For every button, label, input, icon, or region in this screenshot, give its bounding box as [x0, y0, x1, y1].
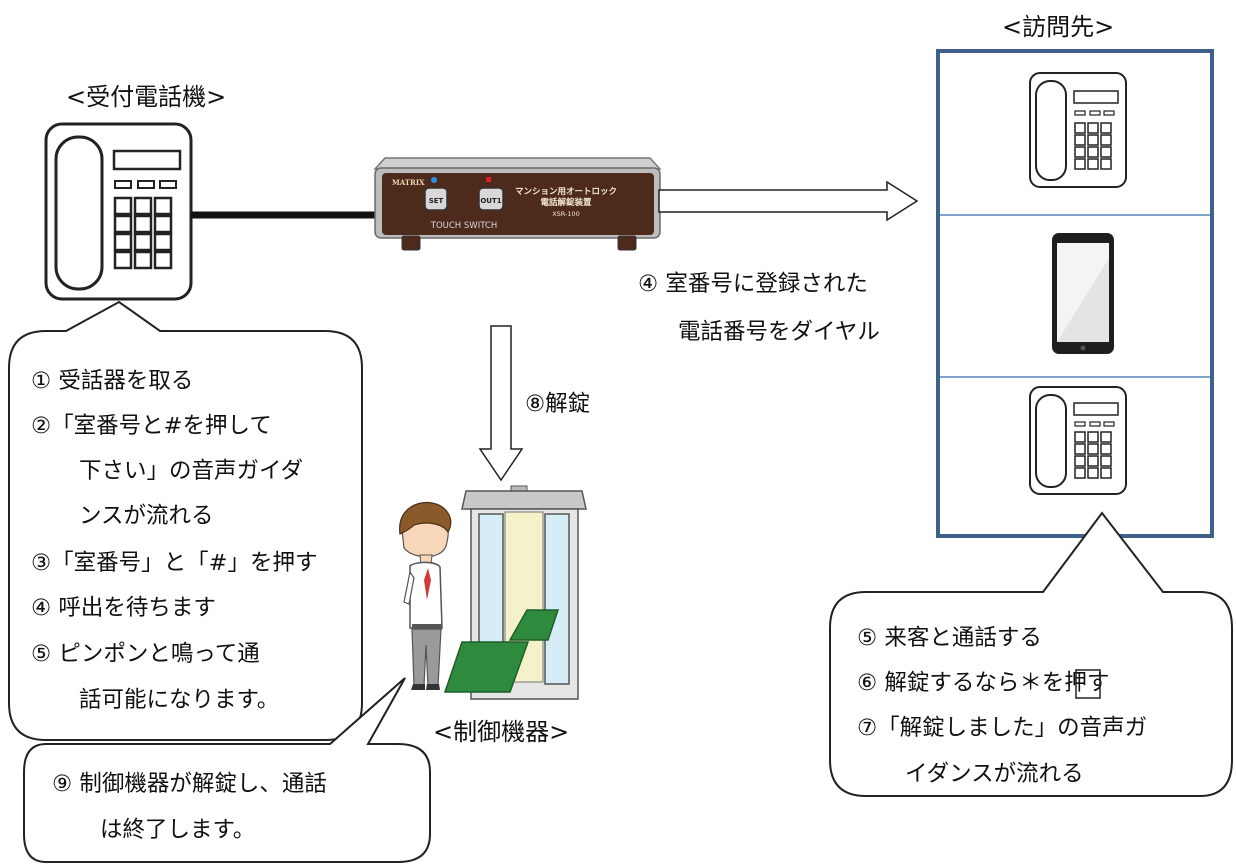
auto-door-icon [443, 485, 587, 700]
visitor-person-icon [399, 501, 452, 690]
dial-text-line2: 電話番号をダイヤル [678, 319, 880, 345]
smartphone-icon [1052, 233, 1114, 354]
dial-text-line1: ④ 室番号に登録された [638, 271, 868, 297]
unlock-label: ⑧解錠 [525, 391, 590, 417]
right-bubble-line-4: イダンスが流れる [905, 761, 1084, 787]
right-bubble-line-1: ⑤ 来客と通話する [857, 625, 1042, 651]
device-brand: MATRIX [392, 178, 425, 187]
unlock-arrow [478, 325, 524, 482]
bottom-bubble-line-2: は終了します。 [100, 817, 255, 843]
right-speech-bubble [829, 511, 1233, 797]
left-bubble-line-2: ②「室番号と#を押して [31, 413, 272, 439]
left-bubble-line-5: ③「室番号」と「#」を押す [31, 550, 318, 576]
star-key: ＊ [1019, 670, 1042, 696]
left-bubble-line-7: ⑤ ピンポンと鳴って通 [31, 641, 260, 667]
star-key-box [1075, 669, 1101, 699]
right-bubble-line-2: ⑥ 解錠するなら＊を押す [857, 670, 1109, 696]
left-bubble-line-8: 話可能になります。 [79, 687, 279, 713]
destination-phone-icon [1029, 72, 1127, 188]
device-name-line1: マンション用オートロック [515, 186, 617, 197]
status-led-red [486, 177, 491, 182]
dial-arrow [658, 180, 919, 222]
status-led-blue [431, 177, 437, 183]
unlock-device: MATRIX SET OUT1 マンション用オートロック 電話解錠装置 XSR-… [373, 157, 662, 251]
destination-label: <訪問先> [1002, 13, 1114, 41]
right-bubble-line-3: ⑦「解錠しました」の音声ガ [857, 715, 1147, 741]
out1-button[interactable] [478, 187, 504, 211]
reception-phone-label: <受付電話機> [66, 83, 226, 111]
device-model: XSR-100 [552, 210, 580, 218]
device-name-line2: 電話解錠装置 [540, 197, 592, 208]
left-bubble-line-4: ンスが流れる [79, 503, 214, 529]
set-button-label: SET [429, 197, 444, 205]
reception-phone-icon [44, 122, 193, 301]
control-device-label: <制御機器> [433, 718, 569, 746]
out1-button-label: OUT1 [480, 197, 501, 205]
destination-phone-2-icon [1029, 386, 1127, 495]
bottom-bubble-line-1: ⑨ 制御機器が解錠し、通話 [52, 771, 327, 797]
left-bubble-line-1: ① 受話器を取る [31, 368, 193, 394]
device-footer: TOUCH SWITCH [430, 221, 497, 231]
left-bubble-line-3: 下さい」の音声ガイダ [79, 458, 303, 484]
left-bubble-line-6: ④ 呼出を待ちます [31, 595, 216, 621]
left-speech-bubble [8, 300, 363, 741]
bottom-speech-bubble [23, 677, 431, 863]
set-button[interactable] [424, 187, 448, 211]
